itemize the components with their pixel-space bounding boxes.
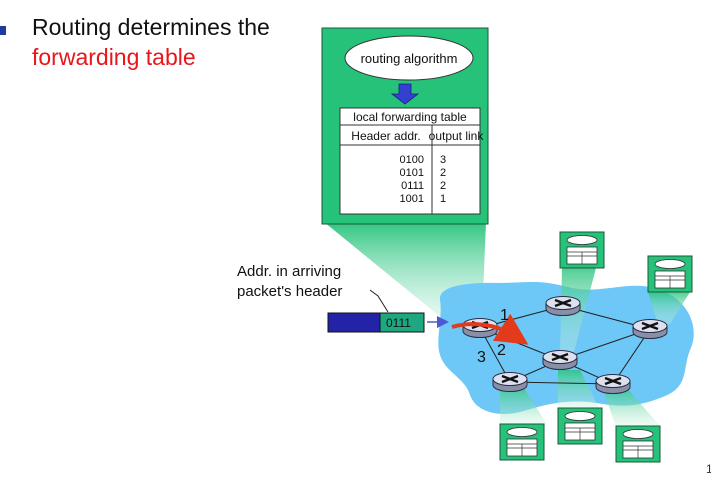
routing-box: routing algorithm local forwarding table…: [321, 27, 489, 225]
table-cell-addr: 0101: [400, 167, 424, 179]
table-cell-addr: 0100: [400, 154, 424, 166]
router-icon: [594, 373, 632, 395]
callout-line: Addr. in arriving: [237, 263, 342, 280]
packet-header-callout: Addr. in arriving packet's header: [237, 262, 342, 302]
routing-algorithm-label: routing algorithm: [361, 51, 458, 66]
bullet-text: Routing determines the: [32, 14, 270, 40]
packet-header-value: 0111: [386, 316, 411, 330]
bullet-highlight-text: forwarding table: [32, 44, 196, 70]
callout-pointer: [369, 289, 389, 313]
col-header-addr: Header addr.: [351, 129, 420, 143]
table-cell-link: 2: [440, 180, 446, 192]
col-header-link: output link: [429, 129, 485, 143]
forwarding-table-mini-icon: [615, 425, 661, 463]
link-label-2: 2: [497, 342, 506, 359]
routing-algorithm-oval: [344, 35, 474, 81]
forwarding-table-mini-icon: [559, 231, 605, 269]
forwarding-table-title: local forwarding table: [353, 110, 467, 124]
router-icon: [544, 295, 582, 317]
forwarding-table-mini-icon: [499, 423, 545, 461]
router-icon: [491, 371, 529, 393]
table-cell-link: 3: [440, 154, 446, 166]
page-number: 1: [706, 462, 711, 476]
link-label-1: 1: [500, 307, 509, 324]
forwarding-path-arrow: [451, 313, 529, 345]
table-cell-addr: 0111: [401, 180, 424, 192]
forwarding-table-mini-icon: [647, 255, 693, 293]
down-arrow-icon: [390, 83, 420, 105]
forwarding-table: [339, 107, 481, 215]
table-cell-link: 2: [440, 167, 446, 179]
link-label-3: 3: [477, 349, 486, 366]
packet-header: [379, 312, 425, 333]
packet: 0111: [327, 312, 425, 333]
bullet-marker: [0, 26, 6, 35]
callout-line: packet's header: [237, 283, 343, 300]
table-cell-addr: 1001: [400, 193, 424, 205]
router-icon: [631, 318, 669, 340]
table-cell-link: 1: [440, 193, 446, 205]
forwarding-table-mini-icon: [557, 407, 603, 445]
router-icon: [541, 349, 579, 371]
